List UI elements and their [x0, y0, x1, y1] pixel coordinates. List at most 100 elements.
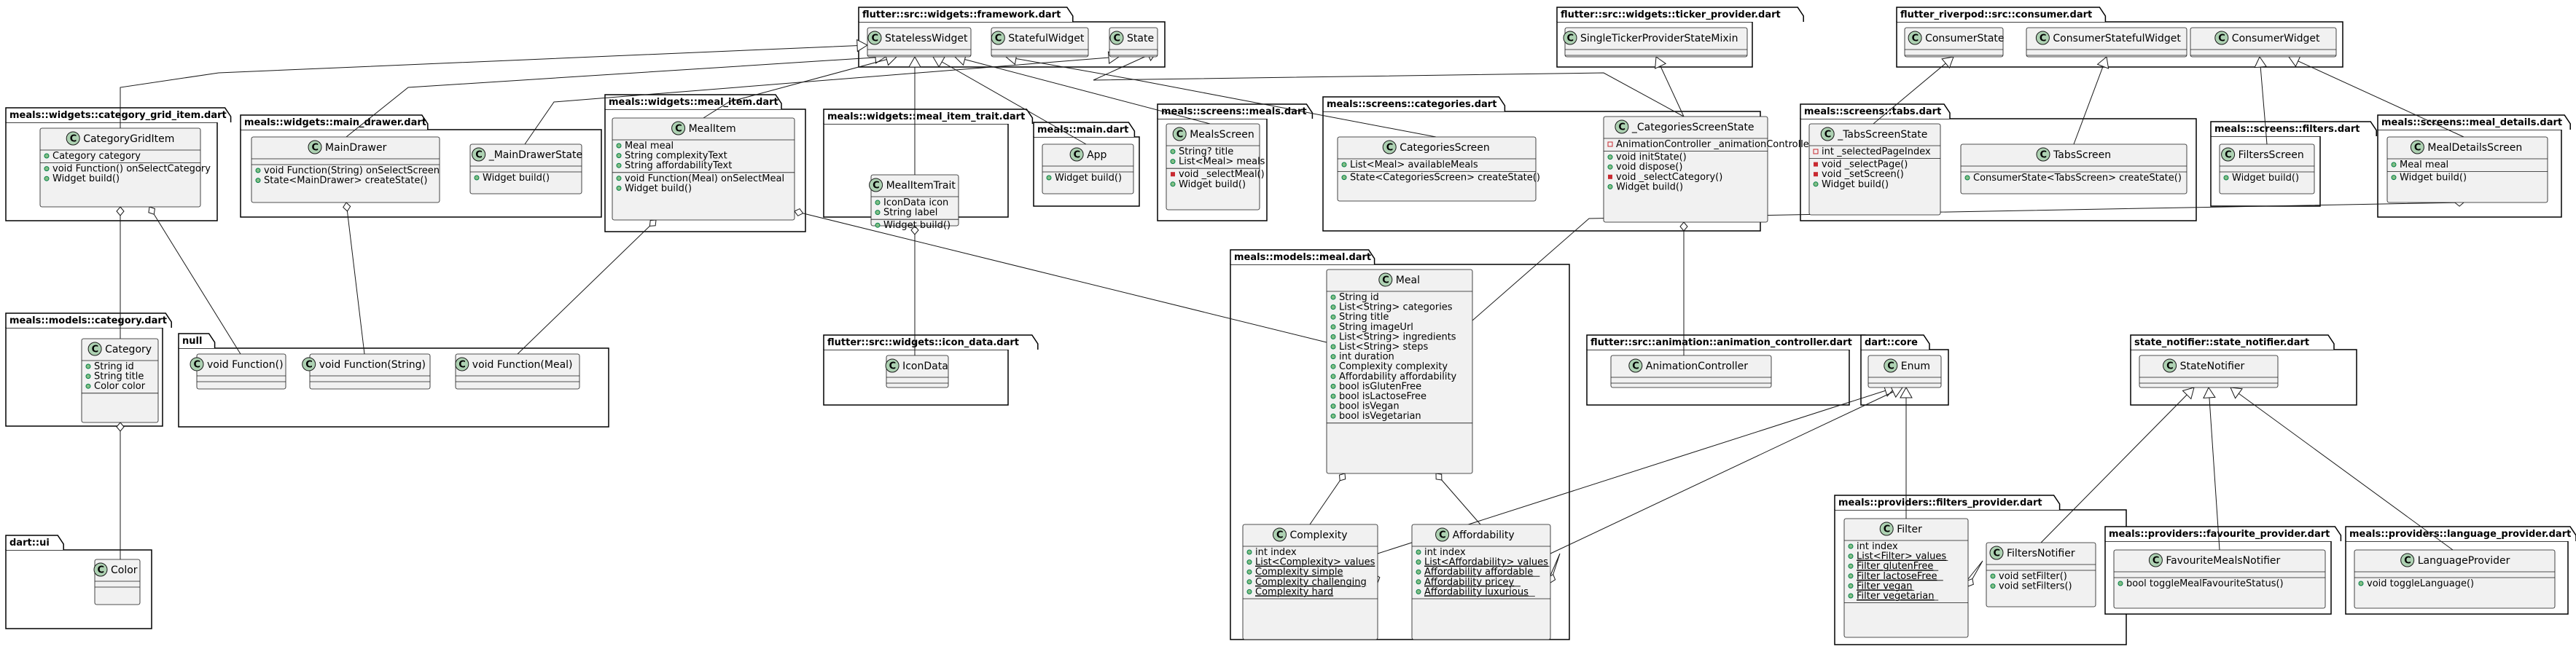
package-label: meals::providers::language_provider.dart [2349, 529, 2571, 540]
class-box [1808, 123, 1941, 216]
inheritance-edge [2040, 387, 2195, 543]
class-name: StatefulWidget [1008, 33, 1085, 44]
class-field: int index [1255, 547, 1297, 558]
private-method-icon [1814, 172, 1818, 177]
public-method-icon [1607, 154, 1613, 160]
package-tab [1860, 334, 1930, 350]
class-name: _TabsScreenState [1837, 129, 1927, 141]
edge-line [1435, 473, 1481, 525]
public-method-icon [2391, 175, 2397, 181]
package-tab [5, 107, 232, 122]
class-field: String imageUrl [1339, 322, 1413, 333]
inheritance-arrowhead [1941, 56, 1954, 69]
public-field-icon [85, 374, 91, 379]
public-method-icon [1607, 164, 1613, 170]
class-name: Complexity [1290, 530, 1348, 541]
edge-line [932, 56, 1087, 145]
class-kind-glyph: C [2218, 34, 2225, 44]
class-stereotype-icon [991, 31, 1005, 45]
class-name: StateNotifier [2180, 361, 2245, 372]
aggregation-edge [517, 219, 657, 355]
class-field: Color color [94, 381, 146, 392]
class-field: Category category [52, 151, 141, 162]
public-field-icon [1416, 569, 1421, 575]
package-label: flutter::src::widgets::icon_data.dart [827, 337, 1019, 348]
class-kind-glyph: C [2225, 150, 2232, 161]
class-field: Meal meal [2400, 160, 2448, 170]
public-field-icon [1416, 549, 1421, 555]
class-stereotype-icon [1908, 31, 1922, 45]
class-categories-screen-state[interactable]: C_CategoriesScreenStateAnimationControll… [1603, 116, 1814, 223]
class-stereotype-icon [190, 357, 204, 371]
edge-line [120, 44, 868, 128]
class-stereotype-icon [2148, 553, 2163, 567]
class-field: AnimationController _animationController [1616, 139, 1814, 150]
class-field: Affordability affordable [1424, 567, 1533, 578]
edge-line [703, 56, 897, 119]
class-method: Widget build() [883, 220, 951, 231]
private-method-icon [1608, 174, 1612, 179]
edge-line [346, 202, 365, 355]
class-box [1986, 542, 2096, 607]
class-field: List<Meal> meals [1179, 157, 1265, 168]
public-field-icon [1848, 543, 1854, 549]
class-box [612, 117, 795, 221]
class-box [1610, 355, 1772, 388]
inheritance-arrowhead [2203, 386, 2216, 399]
class-method: Widget build() [1616, 181, 1683, 192]
aggregation-diamond [794, 208, 804, 216]
edge-line [794, 211, 1327, 343]
public-field-icon [1330, 374, 1336, 379]
public-field-icon [1848, 554, 1854, 559]
inheritance-arrowhead [1655, 56, 1667, 69]
edge-line [2288, 56, 2464, 138]
class-field: List<Complexity> values [1255, 557, 1375, 568]
public-field-icon [1330, 294, 1336, 300]
public-field-icon [1246, 549, 1252, 555]
public-field-icon [875, 210, 881, 216]
public-field-icon [616, 162, 622, 168]
class-field: Complexity simple [1255, 567, 1343, 578]
class-stereotype-icon [66, 131, 80, 146]
public-method-icon [2358, 581, 2364, 586]
aggregation-diamond [343, 202, 351, 212]
public-method-icon [2223, 175, 2229, 181]
inheritance-arrowhead [908, 55, 921, 68]
class-box [1843, 518, 1969, 638]
